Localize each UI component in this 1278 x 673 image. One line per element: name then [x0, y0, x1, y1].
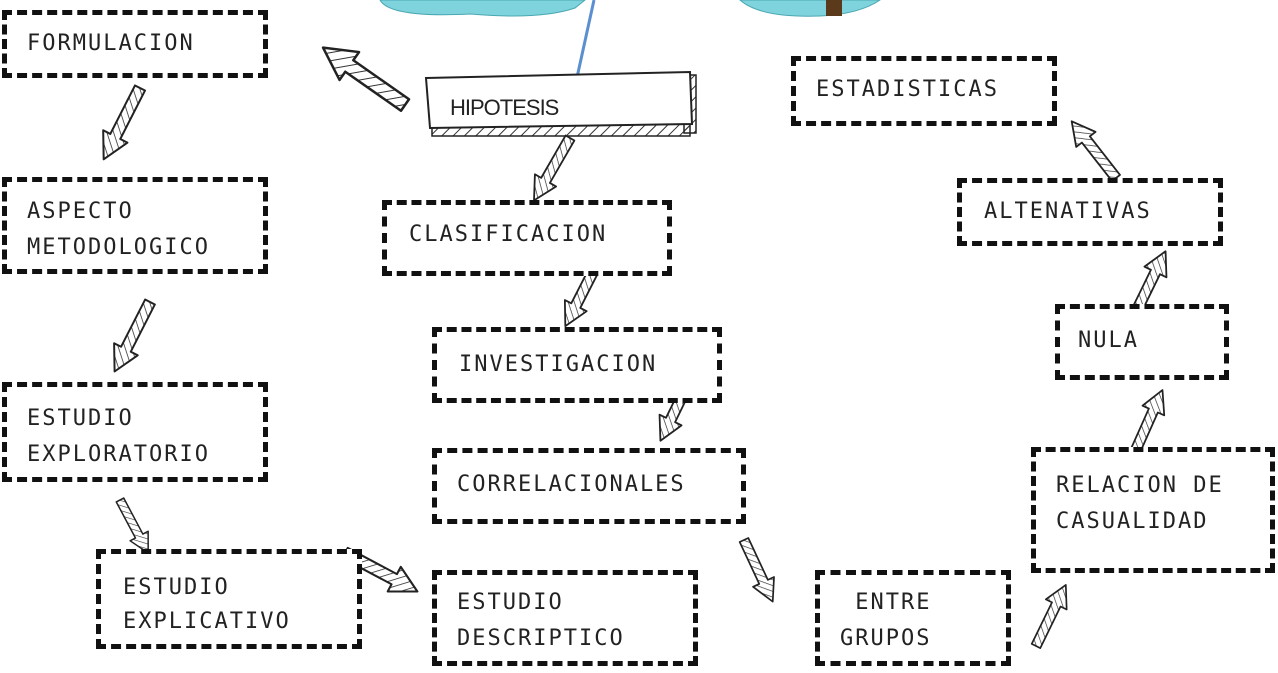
node-label: ENTRE: [840, 590, 932, 615]
node-label: ESTUDIO: [27, 406, 134, 431]
tree-trunk: [826, 0, 842, 16]
node-label: ESTADISTICAS: [816, 77, 999, 102]
node-nula: NULA: [1055, 304, 1229, 380]
arrow-altenativas-to-estadisticas: [1061, 112, 1127, 187]
node-label: ESTUDIO: [457, 590, 564, 615]
node-aspecto-metodologico: ASPECTO METODOLOGICO: [2, 177, 268, 274]
node-clasificacion: CLASIFICACION: [382, 200, 672, 276]
arrow-correlacionales-to-entregrupos: [732, 534, 785, 608]
node-altenativas: ALTENATIVAS: [957, 178, 1223, 246]
node-entre-grupos: ENTRE GRUPOS: [815, 570, 1011, 666]
pointer-line: [574, 0, 596, 83]
node-formulacion: FORMULACION: [2, 10, 268, 78]
hipotesis-sign: [424, 70, 697, 137]
node-label: DESCRIPTICO: [457, 626, 625, 651]
node-label: ESTUDIO: [123, 575, 230, 600]
node-label: FORMULACION: [27, 31, 195, 56]
node-label: CORRELACIONALES: [457, 472, 686, 497]
node-estudio-exploratorio: ESTUDIO EXPLORATORIO: [2, 382, 268, 482]
node-label: EXPLORATORIO: [27, 442, 210, 467]
arrow-hipotesis-to-formulacion: [312, 32, 417, 121]
node-estudio-explicativo: ESTUDIO EXPLICATIVO: [96, 549, 362, 649]
node-label: CLASIFICACION: [409, 222, 608, 247]
sky-decoration-right: [739, 0, 881, 17]
arrow-formulacion-to-aspecto: [90, 80, 154, 167]
node-label: ALTENATIVAS: [984, 199, 1152, 224]
node-relacion-de-casualidad: RELACION DE CASUALIDAD: [1031, 447, 1275, 573]
arrow-aspecto-to-exploratorio: [101, 295, 163, 379]
node-label: NULA: [1078, 328, 1139, 353]
node-label: CASUALIDAD: [1056, 509, 1209, 534]
node-estudio-descriptico: ESTUDIO DESCRIPTICO: [432, 570, 698, 666]
node-label: INVESTIGACION: [459, 352, 658, 377]
arrow-hipotesis-to-clasificacion: [522, 130, 582, 208]
node-label: ASPECTO: [27, 199, 134, 224]
node-label: RELACION DE: [1056, 473, 1224, 498]
node-estadisticas: ESTADISTICAS: [791, 56, 1057, 126]
node-label: GRUPOS: [840, 626, 932, 651]
sky-decoration: [379, 0, 586, 17]
node-investigacion: INVESTIGACION: [432, 327, 722, 403]
hipotesis-label: HIPOTESIS: [450, 95, 559, 120]
node-label: METODOLOGICO: [27, 235, 210, 260]
arrow-entregrupos-to-relacion: [1024, 578, 1078, 652]
node-label: EXPLICATIVO: [123, 609, 291, 634]
node-correlacionales: CORRELACIONALES: [432, 448, 746, 524]
